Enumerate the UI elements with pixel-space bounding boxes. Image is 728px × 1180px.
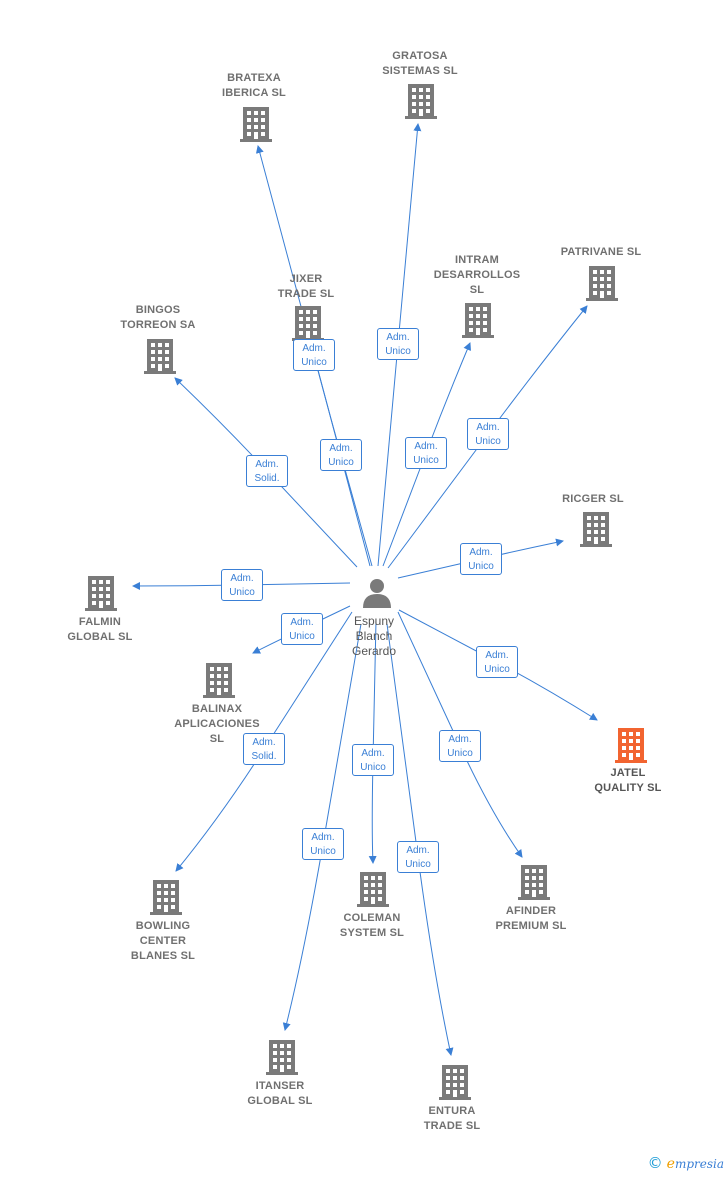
role-badge-jixer[interactable]: Adm. Unico <box>320 439 362 471</box>
edge-itanser <box>282 623 362 1031</box>
role-badge-afinder[interactable]: Adm. Unico <box>439 730 481 762</box>
building-icon[interactable] <box>462 303 494 338</box>
building-icon[interactable] <box>518 865 550 900</box>
company-label-gratosa[interactable]: GRATOSA SISTEMAS SL <box>382 50 458 77</box>
role-badge-bingos[interactable]: Adm. Solid. <box>246 455 288 487</box>
role-badge-bratexa[interactable]: Adm. Unico <box>293 339 335 371</box>
company-label-coleman[interactable]: COLEMAN SYSTEM SL <box>339 912 405 939</box>
company-label-balinax[interactable]: BALINAX APLICACIONES SL <box>174 703 260 745</box>
brand-initial: e <box>666 1156 675 1172</box>
brand-name: mpresia <box>674 1157 724 1171</box>
company-label-jatel[interactable]: JATEL QUALITY SL <box>594 767 662 794</box>
copyright-icon: © <box>647 1154 663 1172</box>
role-badge-ricger[interactable]: Adm. Unico <box>460 543 502 575</box>
company-label-afinder[interactable]: AFINDER PREMIUM SL <box>495 905 567 932</box>
company-label-bingos[interactable]: BINGOS TORREON SA <box>120 304 196 331</box>
edge-entura <box>386 623 454 1056</box>
role-badge-patrivane[interactable]: Adm. Unico <box>467 418 509 450</box>
building-icon[interactable] <box>144 339 176 374</box>
building-icon[interactable] <box>150 880 182 915</box>
building-icon[interactable] <box>405 84 437 119</box>
role-badge-bowling[interactable]: Adm. Solid. <box>243 733 285 765</box>
building-icon[interactable] <box>240 107 272 142</box>
role-badge-entura[interactable]: Adm. Unico <box>397 841 439 873</box>
building-icon[interactable] <box>292 306 324 341</box>
building-icon[interactable] <box>85 576 117 611</box>
company-label-intram[interactable]: INTRAM DESARROLLOS SL <box>433 254 521 296</box>
company-label-patrivane[interactable]: PATRIVANE SL <box>560 246 642 258</box>
person-icon[interactable] <box>363 579 391 608</box>
building-icon[interactable] <box>439 1065 471 1100</box>
company-label-ricger[interactable]: RICGER SL <box>562 493 624 505</box>
building-icon[interactable] <box>615 728 647 763</box>
company-label-falmin[interactable]: FALMIN GLOBAL SL <box>67 616 133 643</box>
role-badge-coleman[interactable]: Adm. Unico <box>352 744 394 776</box>
role-badge-gratosa[interactable]: Adm. Unico <box>377 328 419 360</box>
building-icon[interactable] <box>586 266 618 301</box>
building-icon[interactable] <box>580 512 612 547</box>
building-icon[interactable] <box>203 663 235 698</box>
company-label-entura[interactable]: ENTURA TRADE SL <box>423 1105 481 1132</box>
company-label-jixer[interactable]: JIXER TRADE SL <box>277 273 335 300</box>
company-label-bowling[interactable]: BOWLING CENTER BLANES SL <box>130 920 196 962</box>
footer-brand: ©empresia <box>648 1154 724 1172</box>
building-icon[interactable] <box>266 1040 298 1075</box>
company-label-itanser[interactable]: ITANSER GLOBAL SL <box>247 1080 313 1107</box>
role-badge-jatel[interactable]: Adm. Unico <box>476 646 518 678</box>
role-badge-intram[interactable]: Adm. Unico <box>405 437 447 469</box>
role-badge-balinax[interactable]: Adm. Unico <box>281 613 323 645</box>
person-name[interactable]: Espuny Blanch Gerardo <box>351 614 397 658</box>
company-label-bratexa[interactable]: BRATEXA IBERICA SL <box>222 72 286 99</box>
building-icon[interactable] <box>357 872 389 907</box>
role-badge-itanser[interactable]: Adm. Unico <box>302 828 344 860</box>
role-badge-falmin[interactable]: Adm. Unico <box>221 569 263 601</box>
